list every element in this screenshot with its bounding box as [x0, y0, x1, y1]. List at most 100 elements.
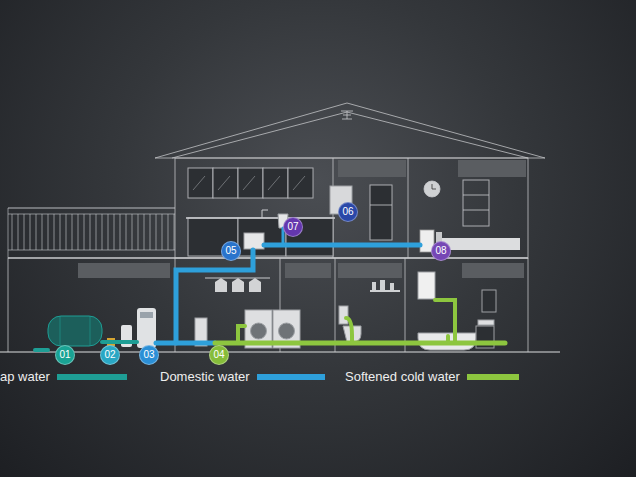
glass-reflection — [243, 176, 255, 190]
living-room-furniture — [463, 180, 489, 226]
callout-label: 02 — [104, 350, 115, 360]
glass-reflection — [293, 176, 305, 190]
pipe — [346, 318, 352, 336]
terrace-railing — [108, 214, 109, 250]
laundry-drying — [215, 278, 227, 292]
water-softener — [140, 312, 153, 318]
pipe — [215, 341, 505, 346]
glass-reflection — [218, 176, 230, 190]
terrace-railing — [84, 214, 85, 250]
terrace-railing — [60, 214, 61, 250]
legend-swatch — [57, 374, 127, 380]
glass-reflection — [268, 176, 280, 190]
terrace-railing — [8, 208, 175, 258]
room-band — [285, 263, 331, 278]
kitchen-cabinets — [188, 168, 213, 198]
terrace-railing — [126, 214, 127, 250]
callout-number: 05 — [221, 241, 241, 261]
terrace-railing — [156, 214, 157, 250]
terrace-railing — [96, 214, 97, 250]
bathroom-shelf — [380, 280, 385, 290]
living-room-furniture — [370, 205, 392, 206]
terrace-railing — [168, 214, 169, 250]
room-band — [78, 160, 526, 278]
kitchen-cabinets — [213, 168, 238, 198]
roof-vent — [341, 111, 353, 119]
legend-swatch — [467, 374, 519, 380]
terrace-railing — [102, 214, 103, 250]
pipe — [264, 243, 420, 248]
laundry-drying — [249, 278, 261, 292]
kitchen-cabinets — [263, 168, 288, 198]
pipe — [435, 300, 455, 343]
callout-number: 04 — [209, 345, 229, 365]
kitchen-cabinets — [186, 217, 335, 219]
bathroom-shelf — [370, 280, 400, 292]
terrace-railing — [66, 214, 67, 250]
kitchen-cabinets — [288, 168, 313, 198]
pipe — [156, 341, 215, 346]
water-tank — [48, 316, 102, 346]
glass-reflection — [193, 176, 205, 190]
ground-appliances — [339, 306, 348, 324]
house-outline — [8, 257, 528, 259]
bathroom-shelf — [370, 290, 400, 292]
kitchen-cabinets — [238, 168, 263, 198]
kitchen-appliance — [262, 210, 268, 218]
house-outline — [335, 258, 336, 352]
callout-label: 06 — [342, 207, 353, 217]
terrace-railing — [144, 214, 145, 250]
living-room-furniture — [424, 181, 440, 197]
ground-appliances — [478, 320, 494, 325]
kitchen-appliance — [244, 233, 264, 249]
living-room-furniture — [370, 185, 392, 240]
terrace-railing — [54, 214, 55, 250]
callout-number: 08 — [431, 241, 451, 261]
pipe — [176, 250, 253, 343]
terrace-railing — [18, 214, 19, 250]
callout-label: 07 — [287, 222, 298, 232]
room-band — [338, 160, 406, 177]
terrace-railing — [36, 214, 37, 250]
room-band — [462, 263, 524, 278]
legend-entry: ap water — [0, 369, 127, 384]
terrace-railing — [90, 214, 91, 250]
water-softener — [137, 308, 156, 348]
callout-label: 01 — [59, 350, 70, 360]
roof-vent — [347, 111, 348, 119]
terrace-railing — [8, 207, 175, 209]
roof-vent — [342, 119, 352, 120]
terrace-railing — [42, 214, 43, 250]
callout-number: 03 — [139, 345, 159, 365]
bathroom-shelf — [390, 283, 394, 290]
water-tank — [90, 316, 91, 346]
water-tank — [48, 316, 102, 346]
legend-swatch — [257, 374, 325, 380]
terrace-railing — [114, 214, 115, 250]
terrace-railing — [24, 214, 25, 250]
terrace-railing — [132, 214, 133, 250]
laundry-drying — [232, 278, 244, 292]
ground-appliances — [251, 323, 267, 339]
legend-entry: Domestic water — [160, 369, 325, 384]
living-room-furniture — [432, 189, 436, 190]
kitchen-appliance — [244, 186, 352, 249]
terrace-railing — [138, 214, 139, 250]
house-outline — [528, 258, 529, 352]
terrace-railing — [48, 214, 49, 250]
house-outline — [405, 258, 406, 352]
legend-text: Softened cold water — [345, 369, 460, 384]
terrace-railing — [150, 214, 151, 250]
room-band — [458, 160, 526, 177]
callout-number: 06 — [338, 202, 358, 222]
terrace-railing — [162, 214, 163, 250]
callout-number: 01 — [55, 345, 75, 365]
living-room-furniture — [432, 184, 433, 189]
callout-label: 03 — [143, 350, 154, 360]
laundry-drying — [205, 278, 270, 279]
living-room-furniture — [463, 210, 489, 211]
legend-text: ap water — [0, 369, 50, 384]
pipe — [35, 348, 48, 352]
terrace-railing — [30, 214, 31, 250]
